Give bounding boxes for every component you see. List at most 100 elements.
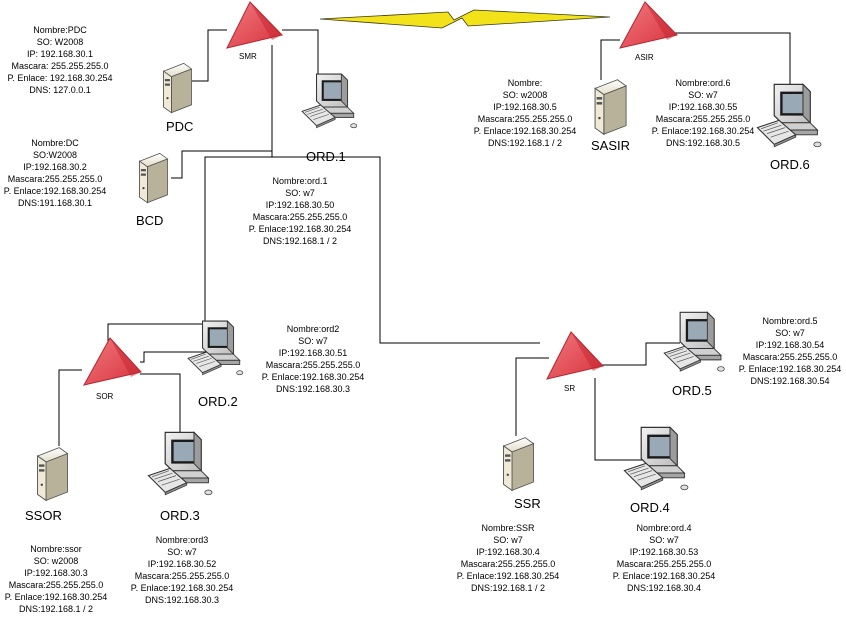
info-dns: DNS:192.168.1 / 2	[470, 583, 546, 593]
info-os: SO: w7	[285, 188, 315, 198]
info-mask: Mascara:255.255.255.0	[655, 114, 751, 124]
info-gateway: P. Enlace:192.168.30.254	[3, 186, 107, 196]
info-block-ssor: Nombre:ssor SO: w2008 IP:192.168.30.3 Ma…	[0, 543, 112, 615]
info-gateway: P. Enlace:192.168.30.254	[473, 126, 577, 136]
info-block-ord6: Nombre:ord.6 SO: w7 IP:192.168.30.55 Mas…	[643, 77, 763, 149]
link-sr-ssr	[515, 357, 549, 436]
device-ord4-label: ORD.4	[630, 500, 670, 515]
link-asir-ord6	[675, 32, 791, 90]
info-gateway: P. Enlace:192.168.30.254	[738, 364, 842, 374]
network-links	[58, 29, 791, 461]
device-pdc-label: PDC	[166, 119, 194, 134]
info-name: Nombre:	[507, 78, 543, 88]
info-mask: Mascara:255.255.255.0	[616, 559, 712, 569]
link-sr-ord4	[594, 378, 645, 461]
device-ssor-label: SSOR	[25, 508, 62, 523]
info-dns: DNS:192.168.30.54	[750, 376, 830, 386]
server-pdc-icon	[162, 62, 193, 114]
info-mask: Mascara:255.255.255.0	[8, 580, 104, 590]
info-name: Nombre:ord.4	[636, 523, 692, 533]
info-dns: DNS:192.168.30.4	[626, 583, 702, 593]
router-sor-label: SOR	[96, 392, 114, 401]
info-dns: DNS:192.168.1 / 2	[487, 138, 563, 148]
wan-lightning-link	[319, 9, 611, 29]
info-name: Nombre:ord2	[286, 324, 340, 334]
info-ip: IP:192.168.30.50	[265, 200, 335, 210]
info-os: SO: W2008	[36, 37, 84, 47]
info-ip: IP:192.168.30.3	[24, 568, 88, 578]
router-sr-label: SR	[564, 384, 576, 393]
device-ssr-label: SSR	[514, 496, 541, 511]
server-ssor-icon	[36, 447, 69, 501]
info-dns: DNS: 127.0.0.1	[29, 85, 91, 95]
info-os: SO: w7	[493, 535, 523, 545]
info-mask: Mascara:255.255.255.0	[477, 114, 573, 124]
info-os: SO: w7	[167, 547, 197, 557]
info-ip: IP:192.168.30.52	[147, 559, 217, 569]
info-os: SO: w2008	[502, 90, 548, 100]
router-smr-label: SMR	[239, 52, 257, 61]
info-dns: DNS:192.168.30.5	[665, 138, 741, 148]
info-os: SO:W2008	[32, 150, 78, 160]
info-ip: IP: 192.168.30.1	[26, 49, 94, 59]
info-name: Nombre:ord3	[155, 535, 209, 545]
pc-ord2-icon	[187, 320, 244, 376]
info-ip: IP:192.168.30.5	[493, 102, 557, 112]
info-block-ord4: Nombre:ord.4 SO: w7 IP:192.168.30.53 Mas…	[604, 522, 724, 594]
device-ord5-label: ORD.5	[672, 383, 712, 398]
pc-ord6-icon	[756, 83, 822, 148]
info-os: SO: w7	[298, 336, 328, 346]
info-block-ssr: Nombre:SSR SO: w7 IP:192.168.30.4 Mascar…	[448, 522, 568, 594]
pc-ord3-icon	[147, 431, 213, 496]
device-ord1-label: ORD.1	[306, 149, 346, 164]
link-asir-sasir	[600, 39, 620, 80]
pc-ord4-icon	[623, 426, 689, 491]
server-bcd-icon	[138, 152, 169, 204]
info-ip: IP:192.168.30.53	[629, 547, 699, 557]
info-gateway: P. Enlace:192.168.30.254	[456, 571, 560, 581]
info-block-ord3: Nombre:ord3 SO: w7 IP:192.168.30.52 Masc…	[122, 534, 242, 606]
router-sor-icon	[83, 337, 142, 386]
info-mask: Mascara: 255.255.255.0	[11, 61, 109, 71]
info-gateway: P. Enlace:192.168.30.254	[248, 224, 352, 234]
info-block-ord2: Nombre:ord2 SO: w7 IP:192.168.30.51 Masc…	[253, 323, 373, 395]
info-os: SO: w7	[775, 328, 805, 338]
info-name: Nombre:DC	[31, 138, 79, 148]
link-pdc-smr	[192, 29, 227, 82]
info-name: Nombre:PDC	[33, 25, 87, 35]
info-mask: Mascara:255.255.255.0	[7, 174, 103, 184]
info-name: Nombre:ord.1	[272, 176, 328, 186]
info-name: Nombre:ord.6	[675, 78, 731, 88]
link-smr-sor	[107, 151, 273, 345]
pc-ord5-icon	[663, 311, 725, 372]
server-sasir-icon	[594, 79, 627, 135]
pc-ord1-icon	[301, 73, 358, 129]
link-sor-ssor	[58, 369, 82, 446]
info-mask: Mascara:255.255.255.0	[134, 571, 230, 581]
device-ord2-label: ORD.2	[198, 394, 238, 409]
device-sasir-label: SASIR	[591, 138, 631, 153]
link-sor-ord2	[140, 351, 206, 363]
info-block-sasir: Nombre: SO: w2008 IP:192.168.30.5 Mascar…	[465, 77, 585, 149]
info-block-dc: Nombre:DC SO:W2008 IP:192.168.30.2 Masca…	[0, 137, 110, 209]
info-dns: DNS:192.168.1 / 2	[18, 604, 94, 614]
info-dns: DNS:191.168.30.1	[17, 198, 93, 208]
router-asir-icon	[619, 1, 678, 49]
info-block-ord1: Nombre:ord.1 SO: w7 IP:192.168.30.50 Mas…	[240, 175, 360, 247]
info-ip: IP:192.168.30.4	[476, 547, 540, 557]
info-block-pdc: Nombre:PDC SO: W2008 IP: 192.168.30.1 Ma…	[0, 24, 120, 96]
info-name: Nombre:ord.5	[762, 316, 818, 326]
info-dns: DNS:192.168.30.3	[144, 595, 220, 605]
device-bcd-label: BCD	[136, 213, 164, 228]
info-name: Nombre:SSR	[481, 523, 535, 533]
router-smr-icon	[226, 1, 283, 49]
info-mask: Mascara:255.255.255.0	[742, 352, 838, 362]
info-ip: IP:192.168.30.51	[278, 348, 348, 358]
info-ip: IP:192.168.30.54	[755, 340, 825, 350]
info-gateway: P. Enlace:192.168.30.254	[261, 372, 365, 382]
info-mask: Mascara:255.255.255.0	[252, 212, 348, 222]
info-ip: IP:192.168.30.2	[23, 162, 87, 172]
info-os: SO: w7	[688, 90, 718, 100]
router-sr-icon	[546, 331, 604, 380]
